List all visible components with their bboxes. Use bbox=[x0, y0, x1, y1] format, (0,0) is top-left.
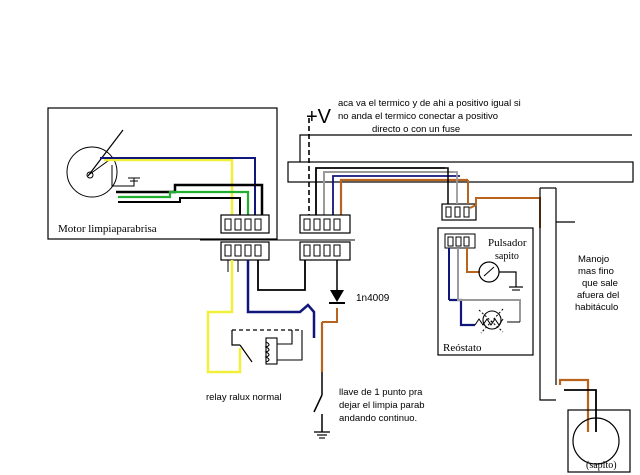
motor-wire-black-1 bbox=[116, 183, 264, 218]
relay-symbol bbox=[231, 329, 303, 365]
manojo-label-5: habitáculo bbox=[575, 302, 618, 313]
right-wire-gray bbox=[453, 171, 458, 204]
manojo-label-4: afuera del bbox=[577, 290, 619, 301]
note-line-3: directo o con un fuse bbox=[372, 124, 460, 135]
switch-symbol bbox=[313, 372, 330, 439]
right-wire-brown-out bbox=[469, 197, 541, 228]
middle-wire-black bbox=[315, 167, 445, 218]
motor-label: Motor limpiaparabrisa bbox=[58, 223, 157, 235]
blue-lower-wire bbox=[246, 260, 316, 338]
harness-duct-top bbox=[299, 134, 632, 162]
switch-label-2: dejar el limpia parab bbox=[339, 400, 425, 411]
motor-box bbox=[47, 107, 278, 240]
motor-shaft bbox=[86, 171, 94, 179]
motor-symbol bbox=[66, 146, 118, 198]
manojo-label-1: Manojo bbox=[578, 254, 609, 265]
central-connector bbox=[299, 214, 351, 261]
pulsador-contact bbox=[483, 266, 495, 277]
note-line-2: no anda el termico conectar a positivo bbox=[338, 111, 498, 122]
reostato-symbol bbox=[474, 308, 520, 334]
pulsador-ground-wire bbox=[499, 271, 517, 287]
manojo-label-3: que sale bbox=[582, 278, 618, 289]
motor-wire-blue bbox=[100, 157, 256, 218]
motor-connector bbox=[220, 214, 270, 272]
sapito-box bbox=[567, 409, 631, 473]
motor-wire-yellow bbox=[104, 158, 234, 218]
relay-label: relay ralux normal bbox=[206, 392, 282, 403]
motor-ground-wire bbox=[111, 165, 135, 187]
manojo-left-edge bbox=[539, 188, 556, 401]
right-connector bbox=[441, 203, 477, 221]
diode-lead-bottom bbox=[322, 308, 338, 323]
pulsador-label-1: Pulsador bbox=[488, 237, 527, 249]
switch-label-1: llave de 1 punto pra bbox=[339, 387, 423, 398]
motor-wire-green bbox=[118, 190, 250, 218]
manojo-label-2: mas fino bbox=[578, 266, 614, 277]
middle-wire-blue bbox=[332, 175, 460, 218]
reostato-wire-gray bbox=[457, 248, 521, 322]
motor-wire-black-2 bbox=[118, 197, 241, 218]
sapito-label: (sapito) bbox=[586, 460, 617, 471]
manojo-wire-black bbox=[564, 389, 597, 432]
sapito-motor bbox=[572, 417, 620, 465]
right-wire-black bbox=[445, 167, 449, 204]
middle-wire-brown bbox=[339, 178, 468, 218]
middle-wire-gray bbox=[323, 171, 453, 218]
control-connector bbox=[444, 233, 476, 249]
switch-label-3: andando continuo. bbox=[339, 413, 417, 424]
reostato-wire-blue-2 bbox=[449, 298, 475, 327]
diode-symbol bbox=[329, 290, 345, 304]
pulsador-wire-brown bbox=[466, 248, 480, 273]
note-line-1: aca va el termico y de ahi a positivo ig… bbox=[338, 98, 521, 109]
harness-duct bbox=[287, 161, 634, 183]
manojo-wire-brown bbox=[558, 378, 590, 432]
pulsador-label-2: sapito bbox=[495, 251, 519, 262]
supply-label: +V bbox=[306, 106, 332, 128]
wiper-arm bbox=[87, 129, 124, 177]
reostato-label: Reóstato bbox=[443, 342, 482, 354]
yellow-lower-wire bbox=[206, 260, 242, 374]
control-box bbox=[437, 227, 534, 356]
diode-label: 1n4009 bbox=[356, 293, 390, 304]
black-lower-wire bbox=[257, 260, 306, 291]
